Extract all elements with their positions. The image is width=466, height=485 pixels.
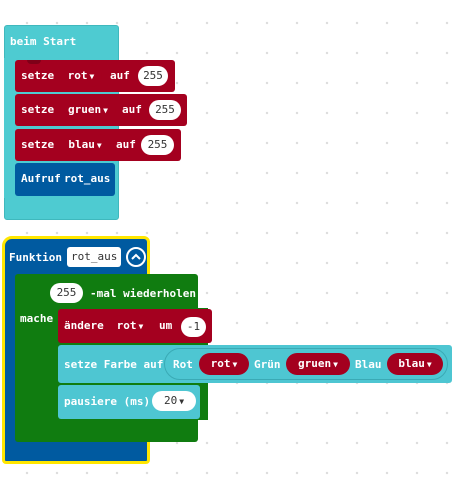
repeat-label: -mal wiederholen <box>90 287 196 300</box>
blue-label: Blau <box>355 358 382 371</box>
variable-name: gruen <box>68 103 102 116</box>
rgb-var-blau[interactable]: blau▼ <box>387 353 443 375</box>
variable-dropdown-rot[interactable]: rot▼ <box>109 315 151 337</box>
call-function-block[interactable] <box>15 163 115 196</box>
variable-dropdown-gruen[interactable]: gruen▼ <box>60 99 116 121</box>
variable-name: rot <box>210 357 231 370</box>
pause-value-dropdown[interactable]: 20▼ <box>152 391 196 411</box>
set-color-label: setze Farbe auf <box>64 358 164 371</box>
chevron-up-icon[interactable] <box>126 247 146 267</box>
caret-down-icon: ▼ <box>89 72 95 81</box>
function-name-input[interactable]: rot_aus <box>67 247 121 267</box>
pause-label: pausiere (ms) <box>64 395 151 408</box>
variable-name: blau <box>68 138 95 151</box>
variable-name: blau <box>398 357 425 370</box>
caret-down-icon: ▼ <box>232 360 238 369</box>
set-label: setze <box>21 103 55 116</box>
caret-down-icon: ▼ <box>103 106 108 115</box>
to-label: auf <box>116 138 136 151</box>
change-label: ändere <box>64 319 104 332</box>
function-label: Funktion <box>9 251 62 264</box>
variable-name: rot <box>116 319 137 332</box>
to-label: auf <box>110 69 130 82</box>
call-label: Aufruf <box>21 172 61 185</box>
repeat-times-input[interactable]: 255 <box>50 283 83 303</box>
do-label: mache <box>20 312 54 325</box>
caret-down-icon: ▼ <box>138 322 144 331</box>
variable-dropdown-rot[interactable]: rot▼ <box>60 65 102 87</box>
change-value-input[interactable]: -1 <box>181 317 206 337</box>
caret-down-icon: ▼ <box>96 141 102 150</box>
caret-down-icon: ▼ <box>333 360 338 369</box>
call-function-name: rot_aus <box>64 172 111 185</box>
pause-value: 20 <box>163 394 178 407</box>
red-label: Rot <box>173 358 193 371</box>
value-input-gruen[interactable]: 255 <box>149 100 181 120</box>
by-label: um <box>159 319 173 332</box>
caret-down-icon: ▼ <box>426 360 432 369</box>
on-start-label: beim Start <box>10 35 77 48</box>
set-label: setze <box>21 138 55 151</box>
value-input-rot[interactable]: 255 <box>138 66 168 86</box>
value-input-blau[interactable]: 255 <box>141 135 174 155</box>
variable-name: gruen <box>298 357 332 370</box>
to-label: auf <box>122 103 142 116</box>
set-label: setze <box>21 69 55 82</box>
caret-down-icon: ▼ <box>179 397 185 406</box>
variable-name: rot <box>67 69 88 82</box>
variable-dropdown-blau[interactable]: blau▼ <box>60 134 110 156</box>
rgb-var-gruen[interactable]: gruen▼ <box>286 353 350 375</box>
block-notch <box>27 60 41 64</box>
on-start-block-c-arm <box>4 58 15 198</box>
rgb-var-rot[interactable]: rot▼ <box>199 353 249 375</box>
green-label: Grün <box>254 358 281 371</box>
